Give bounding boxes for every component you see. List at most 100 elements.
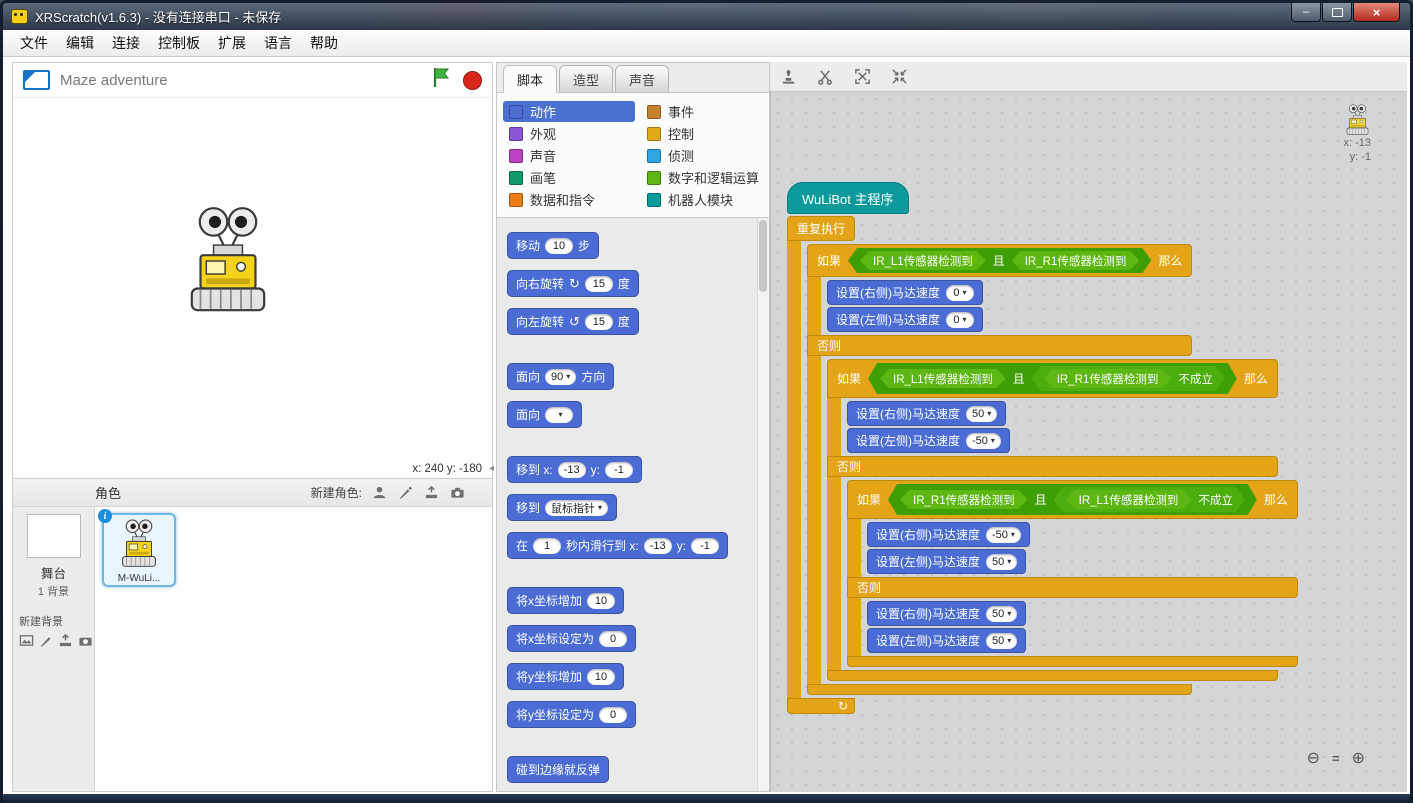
paint-brush-icon[interactable] bbox=[38, 632, 55, 649]
hat-block[interactable]: WuLiBot 主程序 bbox=[787, 182, 909, 214]
robot-sprite[interactable] bbox=[181, 206, 275, 316]
number-input[interactable]: -1 bbox=[605, 461, 634, 478]
palette-block[interactable]: 碰到边缘就反弹 bbox=[507, 756, 610, 783]
number-input[interactable]: 0 bbox=[599, 706, 628, 723]
camera-icon[interactable] bbox=[449, 484, 466, 501]
minimize-button[interactable]: – bbox=[1291, 3, 1321, 22]
dropdown[interactable]: -50▾ bbox=[966, 432, 1001, 449]
menu-item-控制板[interactable]: 控制板 bbox=[158, 35, 200, 51]
dropdown[interactable]: 鼠标指针▾ bbox=[545, 499, 609, 516]
menu-item-语言[interactable]: 语言 bbox=[264, 35, 292, 51]
not-operator-block[interactable]: IR_R1传感器检测到不成立 bbox=[1032, 366, 1225, 391]
sensor-reporter-block[interactable]: IR_L1传感器检测到 bbox=[1066, 490, 1192, 509]
menu-item-文件[interactable]: 文件 bbox=[20, 35, 48, 51]
upload-icon[interactable] bbox=[423, 484, 440, 501]
sprite-library-icon[interactable] bbox=[371, 484, 388, 501]
category-侦测[interactable]: 侦测 bbox=[641, 145, 763, 166]
menu-item-帮助[interactable]: 帮助 bbox=[310, 35, 338, 51]
motor-speed-block[interactable]: 设置(右侧)马达速度-50▾ bbox=[867, 522, 1030, 547]
grow-sprite-icon[interactable] bbox=[852, 67, 872, 87]
sprite-card[interactable]: i M-WuLi... bbox=[98, 509, 176, 587]
sensor-reporter-block[interactable]: IR_L1传感器检测到 bbox=[880, 369, 1006, 388]
presentation-mode-icon[interactable] bbox=[23, 70, 50, 90]
category-画笔[interactable]: 画笔 bbox=[503, 167, 625, 188]
sprite-info-icon[interactable]: i bbox=[98, 509, 112, 523]
zoom-reset-icon[interactable]: = bbox=[1332, 750, 1340, 766]
stage-canvas[interactable] bbox=[13, 98, 492, 460]
palette-block[interactable]: 面向▾ bbox=[507, 401, 583, 428]
green-flag-icon[interactable] bbox=[430, 66, 453, 94]
delete-scissors-icon[interactable] bbox=[815, 67, 835, 87]
category-动作[interactable]: 动作 bbox=[503, 101, 635, 122]
dropdown[interactable]: 50▾ bbox=[966, 405, 998, 422]
dropdown[interactable]: 0▾ bbox=[946, 311, 974, 328]
menu-item-扩展[interactable]: 扩展 bbox=[218, 35, 246, 51]
camera-icon[interactable] bbox=[77, 632, 94, 649]
category-机器人模块[interactable]: 机器人模块 bbox=[641, 189, 763, 210]
tab-脚本[interactable]: 脚本 bbox=[503, 65, 558, 93]
dropdown[interactable]: ▾ bbox=[545, 406, 574, 423]
palette-block[interactable]: 移到鼠标指针▾ bbox=[507, 494, 618, 521]
number-input[interactable]: 15 bbox=[584, 275, 613, 292]
category-数字和逻辑运算[interactable]: 数字和逻辑运算 bbox=[641, 167, 765, 188]
close-button[interactable]: × bbox=[1353, 3, 1400, 22]
not-operator-block[interactable]: IR_L1传感器检测到不成立 bbox=[1054, 487, 1245, 512]
shrink-sprite-icon[interactable] bbox=[889, 67, 909, 87]
collapse-arrow-icon[interactable]: ◂ bbox=[488, 463, 494, 474]
number-input[interactable]: 10 bbox=[587, 668, 616, 685]
number-input[interactable]: -13 bbox=[643, 537, 672, 554]
menu-item-连接[interactable]: 连接 bbox=[112, 35, 140, 51]
number-input[interactable]: 0 bbox=[599, 630, 628, 647]
palette-scrollbar-thumb[interactable] bbox=[759, 220, 767, 292]
upload-icon[interactable] bbox=[58, 632, 75, 649]
menu-item-编辑[interactable]: 编辑 bbox=[66, 35, 94, 51]
category-外观[interactable]: 外观 bbox=[503, 123, 625, 144]
stage-thumbnail[interactable] bbox=[26, 514, 81, 558]
stage-selector[interactable]: 舞台 1 背景 新建背景 bbox=[13, 507, 95, 791]
number-input[interactable]: 10 bbox=[545, 237, 574, 254]
number-input[interactable]: 15 bbox=[584, 313, 613, 330]
dropdown[interactable]: 50▾ bbox=[986, 632, 1018, 649]
sensor-reporter-block[interactable]: IR_R1传感器检测到 bbox=[1044, 369, 1172, 388]
category-控制[interactable]: 控制 bbox=[641, 123, 763, 144]
backdrop-library-icon[interactable] bbox=[18, 632, 35, 649]
zoom-out-icon[interactable]: ⊖ bbox=[1306, 750, 1320, 767]
dropdown[interactable]: 90▾ bbox=[545, 368, 577, 385]
number-input[interactable]: 1 bbox=[533, 537, 562, 554]
number-input[interactable]: 10 bbox=[587, 592, 616, 609]
category-数据和指令[interactable]: 数据和指令 bbox=[503, 189, 625, 210]
zoom-in-icon[interactable]: ⊕ bbox=[1351, 750, 1365, 767]
tab-声音[interactable]: 声音 bbox=[615, 65, 670, 92]
palette-scrollbar[interactable] bbox=[757, 218, 769, 791]
stop-icon[interactable] bbox=[463, 70, 482, 90]
sensor-reporter-block[interactable]: IR_R1传感器检测到 bbox=[900, 490, 1028, 509]
dropdown[interactable]: 50▾ bbox=[986, 605, 1018, 622]
duplicate-stamp-icon[interactable] bbox=[778, 67, 798, 87]
dropdown[interactable]: 0▾ bbox=[946, 284, 974, 301]
sensor-reporter-block[interactable]: IR_R1传感器检测到 bbox=[1012, 251, 1140, 270]
category-事件[interactable]: 事件 bbox=[641, 101, 763, 122]
